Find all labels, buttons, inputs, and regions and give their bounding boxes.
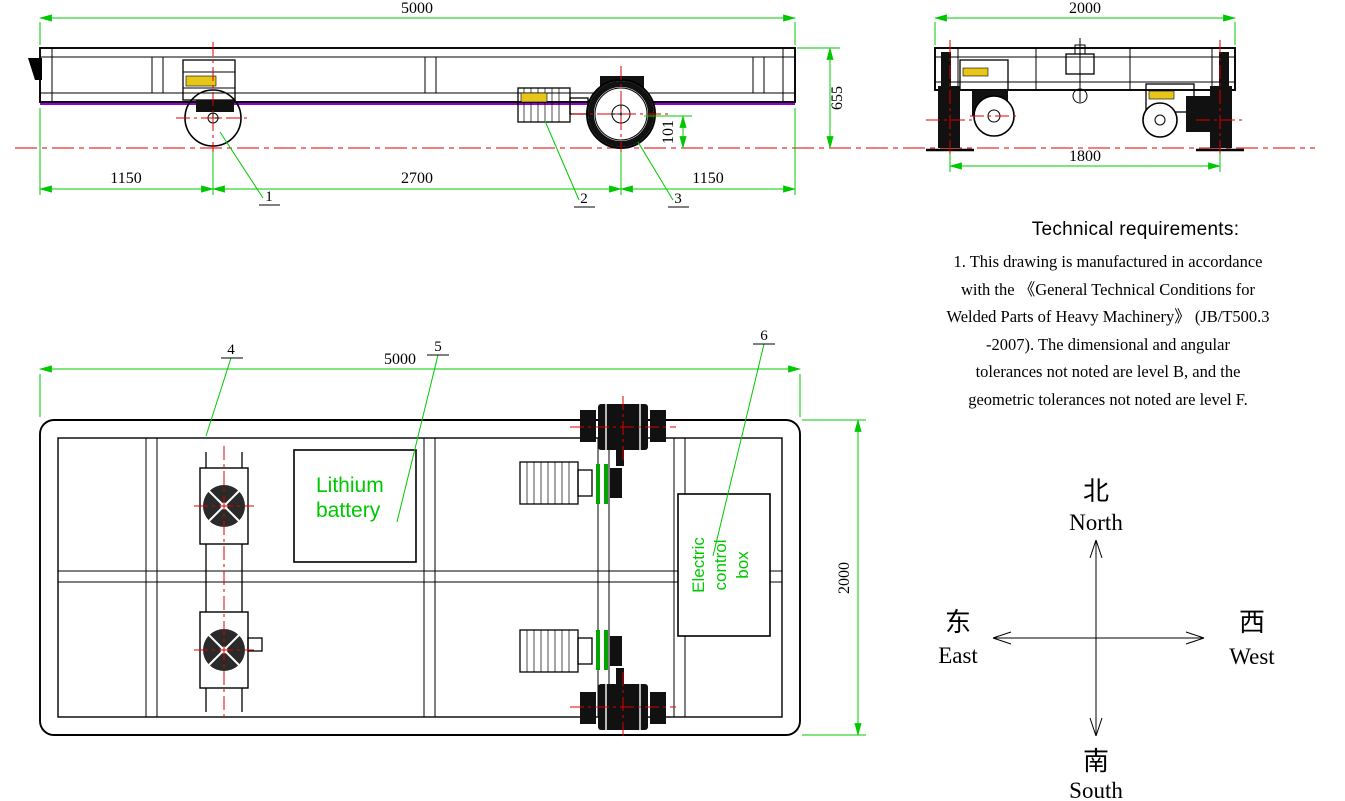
plan-view: Lithium battery Electric control box	[38, 328, 866, 740]
dim-text-wheelbase: 2700	[401, 170, 433, 187]
dim-plan-length: 5000	[38, 351, 802, 417]
compass-arrow-east-icon	[992, 631, 1012, 645]
side-view: 5000 1150 2700 1150 655 101 1	[28, 0, 846, 208]
callout-4: 4	[205, 342, 243, 437]
control-box-label-line3: box	[733, 551, 752, 579]
end-view-coupling	[1065, 38, 1095, 104]
dim-text-right-overhang: 1150	[692, 170, 723, 187]
battery-label-line2: battery	[316, 499, 381, 522]
technical-requirements: Technical requirements: 1. This drawing …	[878, 219, 1338, 413]
callout-6: 6	[712, 328, 775, 557]
dim-side-bottom: 1150 2700 1150	[38, 108, 797, 195]
dim-text-gauge: 1800	[1069, 148, 1101, 165]
technical-requirements-line: geometric tolerances not noted are level…	[968, 389, 1248, 409]
battery-label-line1: Lithium	[316, 474, 384, 497]
dim-side-total-length: 5000	[38, 0, 797, 45]
dim-text-wheel-rail: 101	[660, 120, 677, 144]
control-box-label-line2: control	[711, 539, 730, 590]
callout-5-number: 5	[434, 339, 442, 355]
left-rail-wheel	[938, 86, 960, 148]
compass-north-cn: 北	[1083, 476, 1109, 506]
compass-arrow-north-icon	[1089, 539, 1103, 559]
plan-drive-unit-top	[519, 396, 676, 505]
compass-west-en: West	[1229, 644, 1275, 669]
compass-arrow-west-icon	[1185, 631, 1205, 645]
dim-text-side-total-length: 5000	[401, 0, 433, 17]
technical-requirements-title: Technical requirements:	[1031, 219, 1240, 240]
right-rail-wheel	[1210, 86, 1232, 148]
dim-text-plan-length: 5000	[384, 351, 416, 368]
wheel-bracket	[196, 100, 234, 112]
tow-hook-plate	[28, 58, 42, 80]
callout-2: 2	[544, 120, 595, 208]
motor-nameplate	[520, 92, 548, 103]
callout-3: 3	[637, 141, 689, 208]
side-view-drive-unit	[517, 76, 656, 149]
end-view: 2000 1800	[926, 0, 1246, 172]
battery-box: Lithium battery	[293, 449, 417, 563]
technical-requirements-line: tolerances not noted are level B, and th…	[975, 362, 1241, 381]
side-view-frame	[28, 47, 796, 105]
dim-text-height: 655	[829, 86, 846, 110]
end-view-frame	[934, 47, 1236, 91]
dim-wheel-rail: 101	[644, 114, 692, 150]
callout-3-number: 3	[674, 191, 682, 207]
callout-5: 5	[396, 339, 449, 523]
dim-text-end-width: 2000	[1069, 0, 1101, 17]
end-view-right-drive-unit	[1142, 52, 1229, 138]
technical-requirements-line: Welded Parts of Heavy Machinery》 (JB/T50…	[946, 307, 1270, 326]
plan-view-frame	[39, 419, 801, 736]
motor-nameplate	[962, 67, 989, 77]
callout-4-number: 4	[227, 342, 235, 358]
technical-requirements-line: with the 《General Technical Conditions f…	[960, 279, 1256, 299]
compass-west-cn: 西	[1239, 607, 1265, 637]
callout-6-number: 6	[760, 328, 768, 344]
plan-drive-unit-bottom	[519, 629, 676, 740]
compass-east-en: East	[938, 643, 978, 668]
dim-side-height: 655	[797, 46, 846, 150]
dim-text-left-overhang: 1150	[110, 170, 141, 187]
motor-nameplate	[185, 75, 217, 87]
callout-1-number: 1	[265, 189, 273, 205]
control-box-label-line1: Electric	[689, 537, 708, 593]
electric-control-box: Electric control box	[677, 493, 771, 637]
callout-2-number: 2	[580, 191, 588, 207]
dim-plan-width: 2000	[802, 418, 866, 737]
motor-nameplate	[1148, 90, 1175, 100]
end-view-left-drive-unit	[941, 52, 1015, 137]
dim-end-gauge: 1800	[948, 148, 1222, 172]
compass-north-en: North	[1069, 510, 1123, 535]
compass-south-en: South	[1069, 778, 1123, 801]
callout-1: 1	[219, 131, 280, 206]
compass-arrow-south-icon	[1089, 717, 1103, 737]
plan-idler-wheel-bracket	[194, 446, 263, 718]
dim-text-plan-width: 2000	[836, 562, 853, 594]
compass-east-cn: 东	[945, 607, 971, 637]
dim-end-width: 2000	[933, 0, 1237, 45]
compass-south-cn: 南	[1083, 746, 1109, 776]
compass-rose: 北 North 南 South 东 East 西 West	[938, 476, 1275, 801]
technical-requirements-line: 1. This drawing is manufactured in accor…	[953, 252, 1263, 271]
technical-requirements-line: -2007). The dimensional and angular	[986, 334, 1230, 354]
